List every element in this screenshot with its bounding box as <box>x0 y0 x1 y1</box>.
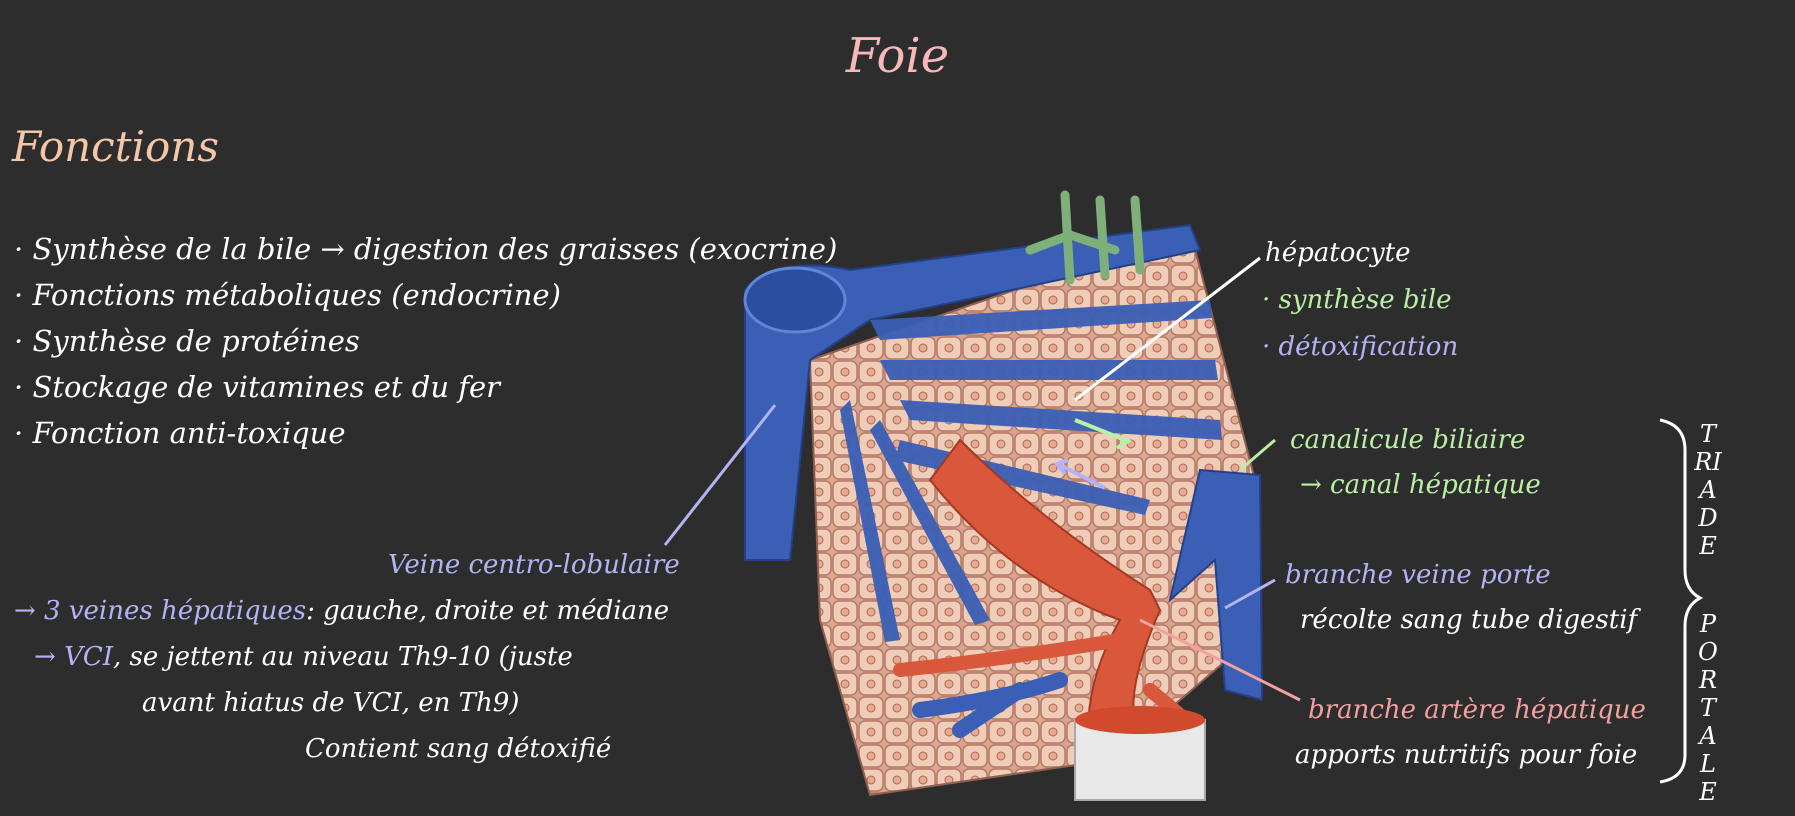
hepatic-veins-line: → 3 veines hépatiques: gauche, droite et… <box>14 596 669 626</box>
portale-label: PORTALE <box>1693 610 1723 806</box>
triade-label: TRIADE <box>1693 420 1723 560</box>
canalicule-label: canalicule biliaire <box>1290 425 1525 455</box>
hepatocyte-role-detox: · détoxification <box>1262 332 1458 362</box>
vci-line: → VCI, se jettent au niveau Th9-10 (just… <box>34 642 573 672</box>
vci-line2: avant hiatus de VCI, en Th9) <box>142 688 519 718</box>
vci-line3: Contient sang détoxifié <box>305 734 611 764</box>
artery-label: branche artère hépatique <box>1308 695 1646 725</box>
vci-rest: , se jettent au niveau Th9-10 (juste <box>113 642 573 672</box>
vci-term: VCI <box>64 642 113 672</box>
canal-hepatique-label: → canal hépatique <box>1300 470 1541 500</box>
artery-role: apports nutritifs pour foie <box>1295 740 1637 770</box>
portal-vein-label: branche veine porte <box>1285 560 1551 590</box>
hepatic-veins-prefix: → 3 veines hépatiques <box>14 596 306 626</box>
hepatic-veins-rest: : gauche, droite et médiane <box>306 596 669 626</box>
hepatocyte-label: hépatocyte <box>1265 238 1410 268</box>
vci-arrow: → <box>34 642 56 672</box>
portal-vein-role: récolte sang tube digestif <box>1300 605 1637 635</box>
central-vein-label: Veine centro-lobulaire <box>388 550 680 580</box>
hepatocyte-role-bile: · synthèse bile <box>1262 285 1452 315</box>
